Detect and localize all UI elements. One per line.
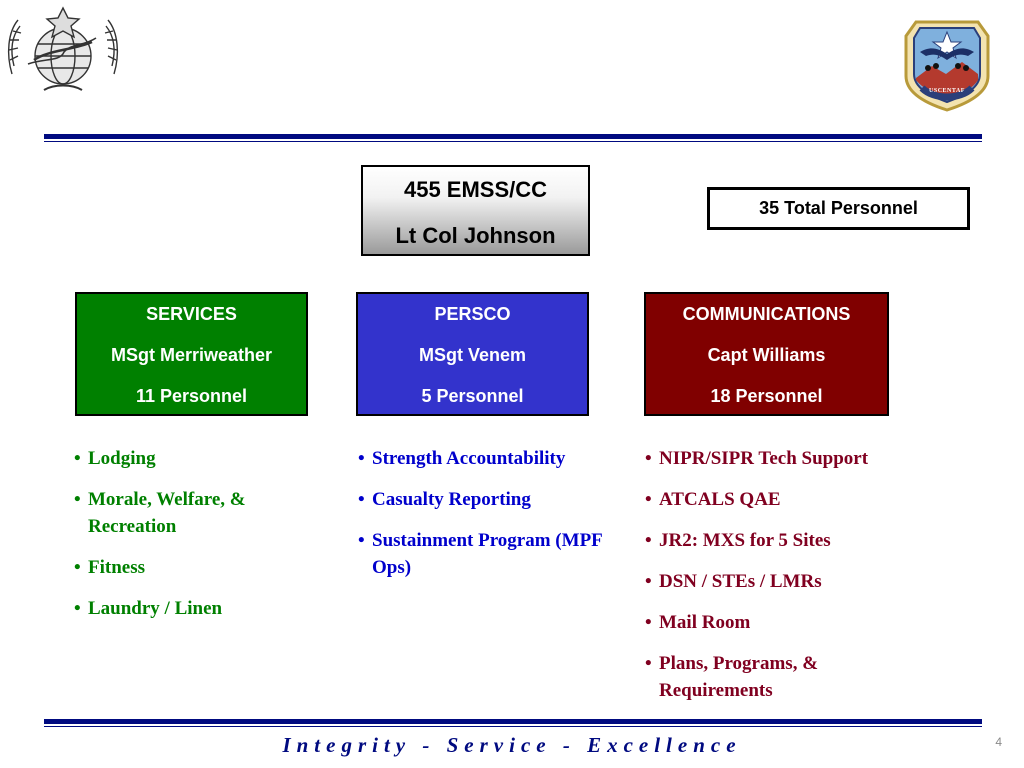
list-item: •Morale, Welfare, & Recreation — [74, 489, 246, 537]
persco-box: PERSCO MSgt Venem 5 Personnel — [356, 292, 589, 416]
page-number: 4 — [995, 735, 1002, 749]
commander-title: 455 EMSS/CC — [403, 177, 548, 202]
shield-banner-text: USCENTAF — [929, 88, 965, 94]
persco-title: PERSCO — [434, 304, 511, 324]
bottom-rule — [44, 719, 982, 727]
list-item: •Plans, Programs, & Requirements — [645, 653, 819, 701]
persco-personnel: 5 Personnel — [421, 386, 524, 406]
list-item: •ATCALS QAE — [645, 489, 781, 510]
services-personnel: 11 Personnel — [135, 386, 248, 406]
services-box: SERVICES MSgt Merriweather 11 Personnel — [75, 292, 308, 416]
total-personnel-box: 35 Total Personnel — [707, 187, 970, 230]
communications-duties-list: •NIPR/SIPR Tech Support •ATCALS QAE •JR2… — [645, 445, 935, 718]
commander-box: 455 EMSS/CC Lt Col Johnson — [361, 165, 590, 256]
services-title: SERVICES — [146, 304, 237, 324]
top-rule — [44, 134, 982, 142]
list-item: •Casualty Reporting — [358, 489, 531, 510]
persco-duties-list: •Strength Accountability •Casualty Repor… — [358, 445, 620, 595]
list-item: •Lodging — [74, 448, 156, 469]
communications-box: COMMUNICATIONS Capt Williams 18 Personne… — [644, 292, 889, 416]
communications-personnel: 18 Personnel — [710, 386, 823, 406]
list-item: •Strength Accountability — [358, 448, 566, 469]
command-badge-icon — [4, 4, 122, 96]
list-item: •Sustainment Program (MPF Ops) — [358, 530, 603, 578]
persco-lead: MSgt Venem — [418, 345, 527, 365]
communications-lead: Capt Williams — [707, 345, 826, 365]
services-duties-list: •Lodging •Morale, Welfare, & Recreation … — [74, 445, 304, 636]
list-item: •Fitness — [74, 557, 145, 578]
uscentaf-shield-icon: USCENTAF — [902, 18, 992, 112]
services-lead: MSgt Merriweather — [110, 345, 273, 365]
list-item: •Laundry / Linen — [74, 598, 223, 619]
communications-title: COMMUNICATIONS — [682, 304, 851, 324]
list-item: •NIPR/SIPR Tech Support — [645, 448, 869, 469]
list-item: •Mail Room — [645, 612, 751, 633]
footer-motto: Integrity - Service - Excellence — [282, 733, 742, 757]
list-item: •DSN / STEs / LMRs — [645, 571, 822, 592]
list-item: •JR2: MXS for 5 Sites — [645, 530, 831, 551]
commander-name: Lt Col Johnson — [395, 223, 556, 248]
